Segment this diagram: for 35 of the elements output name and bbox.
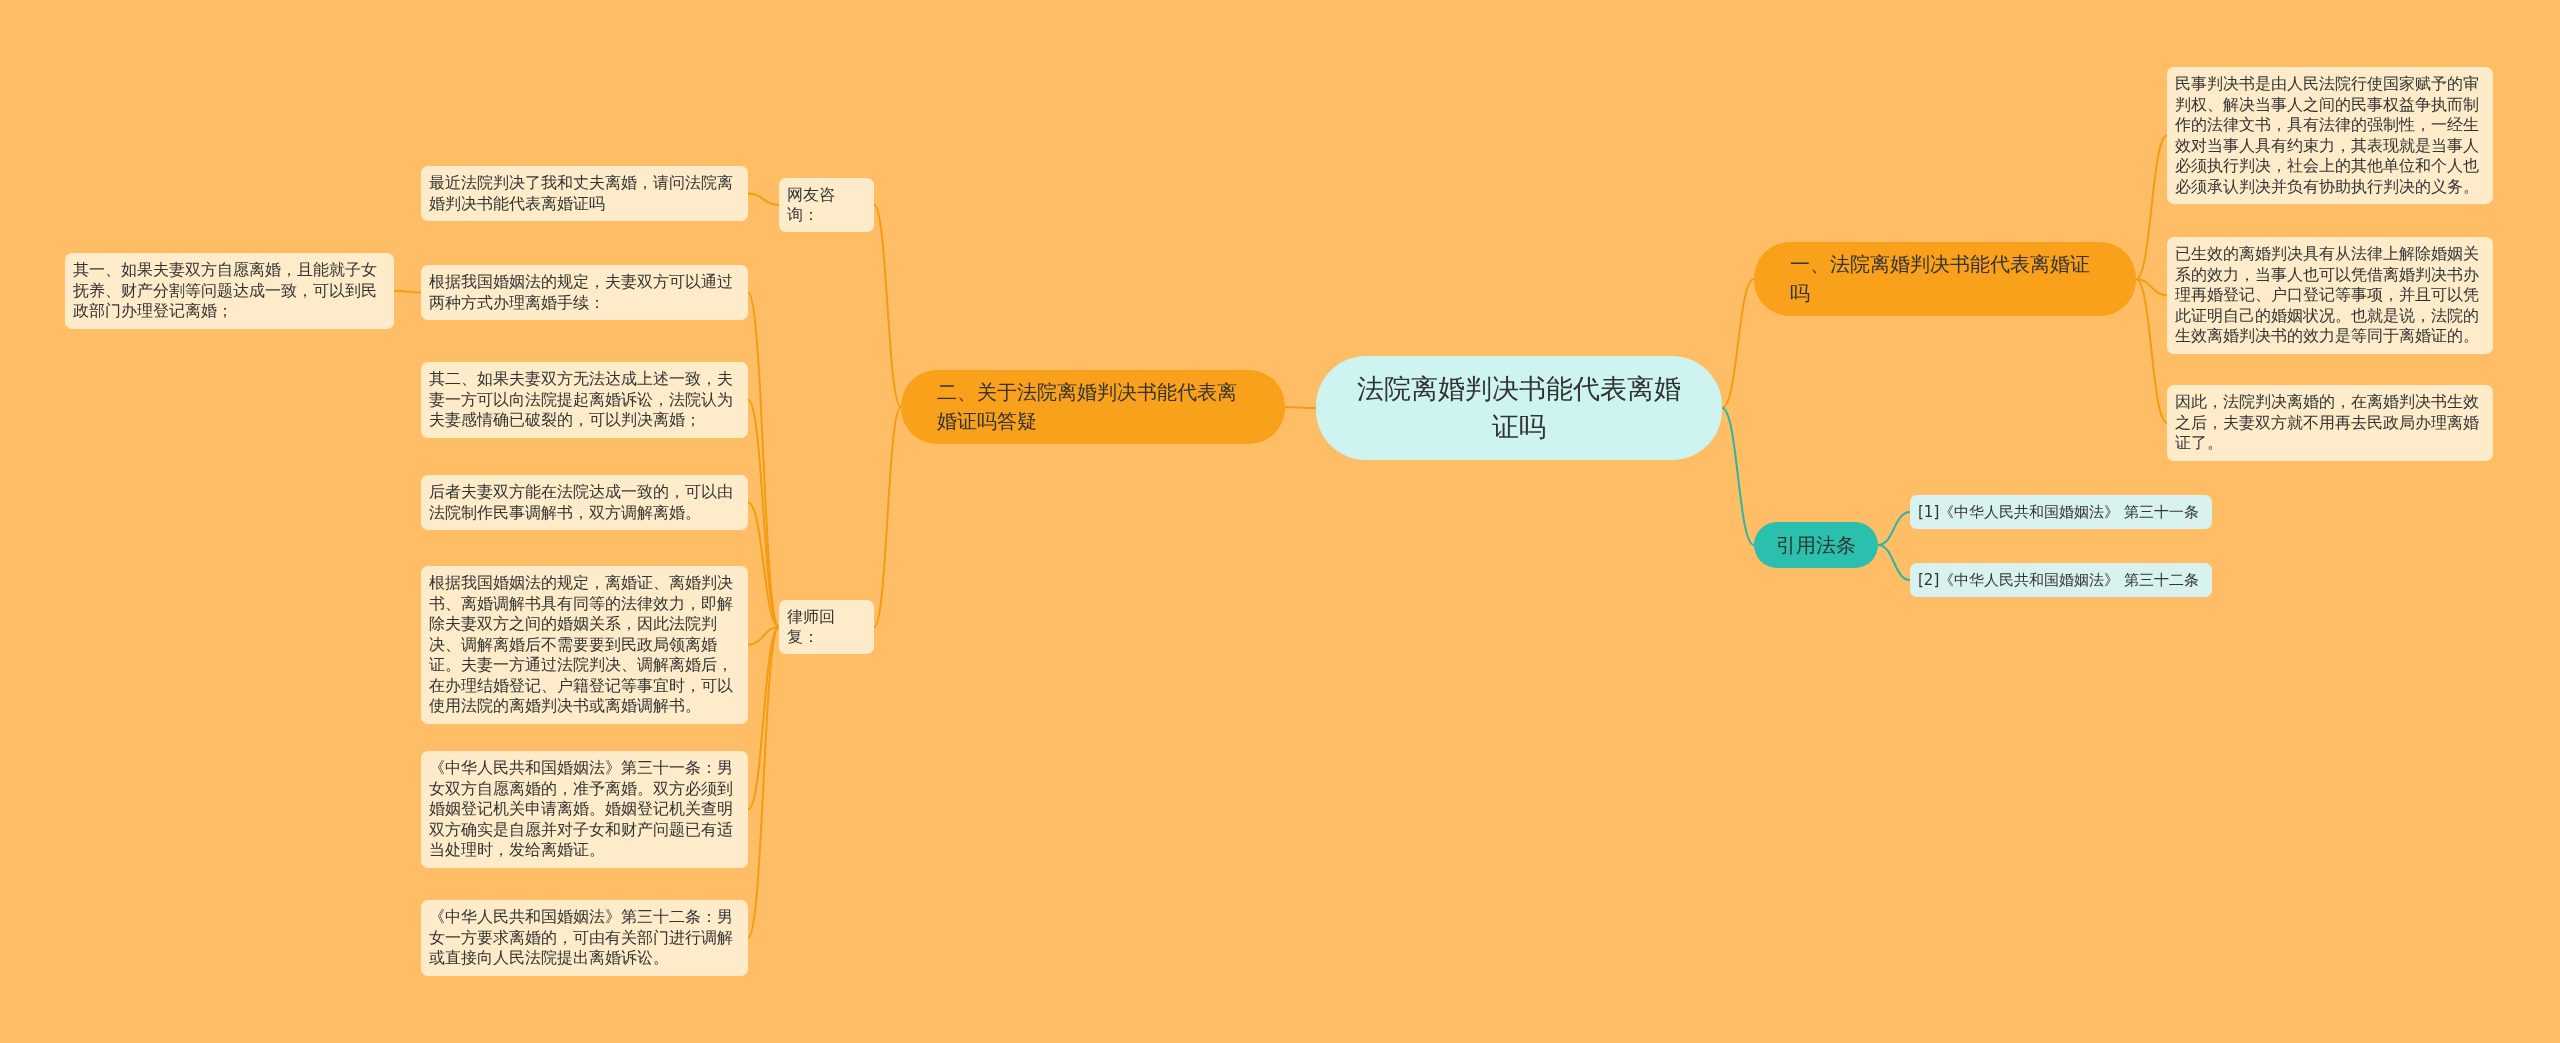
text-card: 其二、如果夫妻双方无法达成上述一致，夫妻一方可以向法院提起离婚诉讼，法院认为夫妻感情确已破裂的，可以判决离婚； xyxy=(421,362,748,438)
connector-line xyxy=(747,291,780,628)
text-card: 最近法院判决了我和丈夫离婚，请问法院离婚判决书能代表离婚证吗 xyxy=(421,166,748,221)
connector-line xyxy=(393,289,422,294)
reference-tag: [2]《中华人民共和国婚姻法》 第三十二条 xyxy=(1910,563,2212,597)
reference-tag: [1]《中华人民共和国婚姻法》 第三十一条 xyxy=(1910,495,2212,529)
text-card: 因此，法院判决离婚的，在离婚判决书生效之后，夫妻双方就不用再去民政局办理离婚证了。 xyxy=(2167,385,2493,461)
branch-topic: 引用法条 xyxy=(1754,522,1878,568)
subtopic-label: 网友咨询： xyxy=(779,178,874,232)
connector-line xyxy=(747,626,780,939)
connector-line xyxy=(1284,406,1317,409)
branch-topic: 二、关于法院离婚判决书能代表离婚证吗答疑 xyxy=(901,370,1285,444)
connector-line xyxy=(2135,278,2168,424)
connector-line xyxy=(747,626,780,646)
text-card: 其一、如果夫妻双方自愿离婚，且能就子女抚养、财产分割等问题达成一致，可以到民政部门办理登记离婚； xyxy=(65,253,394,329)
text-card: 根据我国婚姻法的规定，离婚证、离婚判决书、离婚调解书具有同等的法律效力，即解除夫妻双方之间的婚姻关系，因此法院判决、调解离婚后不需要要到民政局领离婚证。夫妻一方通过法院判决、调解离婚后，在办理结婚登记、户籍登记等事宜时，可以使用法院的离婚判决书或离婚调解书。 xyxy=(421,566,748,724)
connector-line xyxy=(873,204,902,408)
text-card: 《中华人民共和国婚姻法》第三十一条：男女双方自愿离婚的，准予离婚。双方必须到婚姻登记机关申请离婚。婚姻登记机关查明双方确实是自愿并对子女和财产问题已有适当处理时，发给离婚证。 xyxy=(421,751,748,868)
connector-line xyxy=(1721,407,1755,546)
connector-line xyxy=(2135,134,2168,280)
connector-line xyxy=(747,192,780,206)
text-card: 民事判决书是由人民法院行使国家赋予的审判权、解决当事人之间的民事权益争执而制作的法律文书，具有法律的强制性，一经生效对当事人具有约束力，其表现就是当事人必须执行判决，社会上的其他单位和个人也必须承认判决并负有协助执行判决的义务。 xyxy=(2167,67,2493,204)
text-card: 后者夫妻双方能在法院达成一致的，可以由法院制作民事调解书，双方调解离婚。 xyxy=(421,475,748,530)
connector-line xyxy=(747,501,780,628)
central-topic: 法院离婚判决书能代表离婚证吗 xyxy=(1316,356,1722,460)
text-card: 已生效的离婚判决具有从法律上解除婚姻关系的效力，当事人也可以凭借离婚判决书办理再婚登记、户口登记等事项，并且可以凭此证明自己的婚姻状况。也就是说，法院的生效离婚判决书的效力是等同于离婚证的。 xyxy=(2167,237,2493,354)
connector-line xyxy=(873,406,902,628)
connector-line xyxy=(1721,278,1755,409)
branch-topic: 一、法院离婚判决书能代表离婚证吗 xyxy=(1754,242,2136,316)
text-card: 根据我国婚姻法的规定，夫妻双方可以通过两种方式办理离婚手续： xyxy=(421,265,748,320)
connector-line xyxy=(2135,278,2168,297)
connector-line xyxy=(747,626,780,811)
connector-line xyxy=(1877,544,1911,581)
text-card: 《中华人民共和国婚姻法》第三十二条：男女一方要求离婚的，可由有关部门进行调解或直接向人民法院提出离婚诉讼。 xyxy=(421,900,748,976)
subtopic-label: 律师回复： xyxy=(779,600,874,654)
